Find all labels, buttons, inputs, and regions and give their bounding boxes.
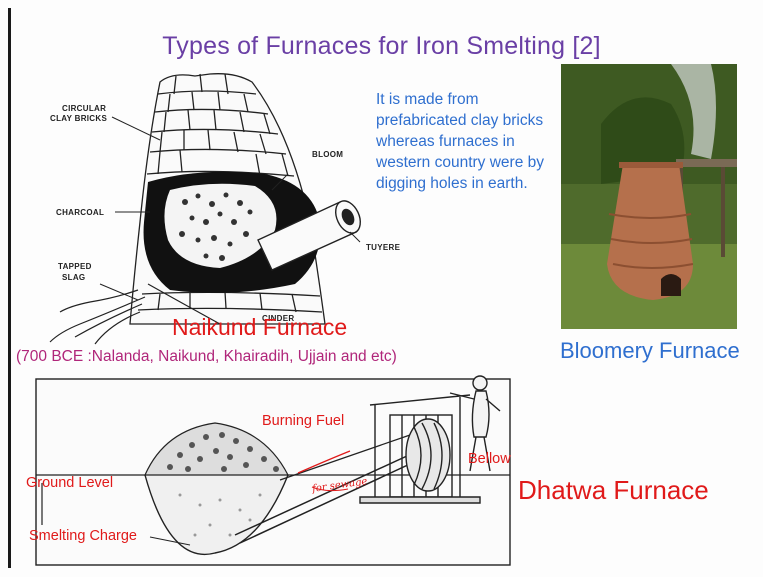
label-circular: CIRCULAR (62, 104, 106, 113)
label-ground-level: Ground Level (26, 475, 113, 491)
slide-left-border (8, 8, 11, 568)
slide-title: Types of Furnaces for Iron Smelting [2] (0, 32, 763, 61)
label-tuyere: TUYERE (366, 243, 400, 252)
label-bellow: Bellow (468, 451, 511, 467)
naikund-description: It is made from prefabricated clay brick… (376, 89, 556, 194)
naikund-dates-caption: (700 BCE :Nalanda, Naikund, Khairadih, U… (16, 348, 397, 366)
label-clay-bricks: CLAY BRICKS (50, 114, 107, 123)
bloomery-furnace-caption: Bloomery Furnace (560, 338, 740, 364)
label-bloom: BLOOM (312, 150, 343, 159)
dhatwa-furnace-caption: Dhatwa Furnace (518, 475, 709, 506)
bloomery-furnace-photo (561, 64, 737, 329)
label-charcoal: CHARCOAL (56, 208, 104, 217)
label-tapped: TAPPED (58, 262, 92, 271)
label-smelting-charge: Smelting Charge (29, 528, 137, 544)
label-slag: SLAG (62, 273, 85, 282)
label-burning-fuel: Burning Fuel (262, 413, 344, 429)
naikund-furnace-caption: Naikund Furnace (172, 314, 347, 341)
